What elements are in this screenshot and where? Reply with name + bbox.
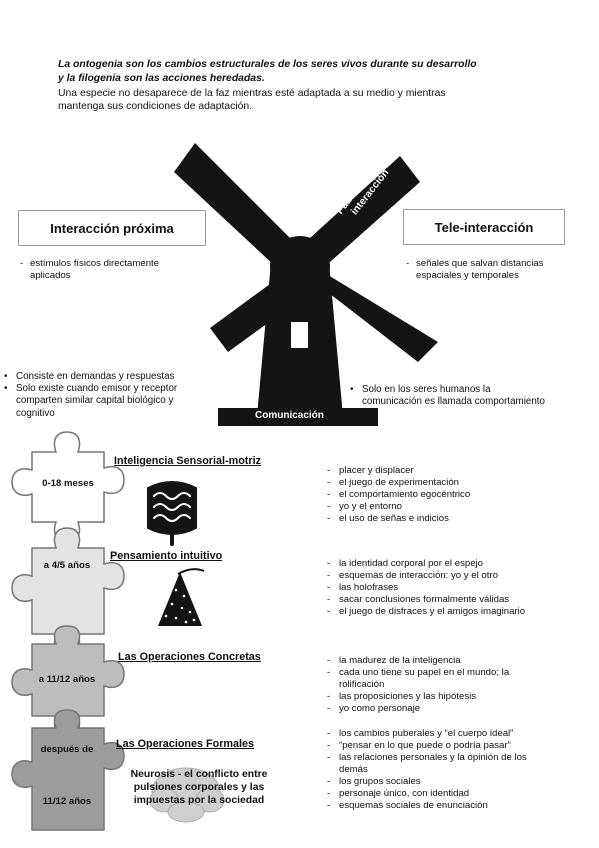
puzzle-piece-2: [11, 527, 125, 653]
windmill-blade-bottom-right: [300, 258, 438, 362]
intro-paragraph: Una especie no desaparece de la faz mien…: [58, 87, 578, 113]
stage-2-list: la identidad corporal por el espejo esqu…: [327, 558, 589, 618]
proxima-bullet-list: Consiste en demandas y respuestas Solo e…: [4, 371, 234, 420]
list-item: yo y el entorno: [327, 501, 587, 513]
list-item: la madurez de la inteligencia: [327, 655, 589, 667]
list-item: esquemas sociales de enunciación: [327, 800, 589, 812]
stage-2-age-label: a 4/5 años: [43, 560, 91, 571]
list-item: rolificación: [339, 679, 385, 690]
list-item: las proposiciones y las hipótesis: [327, 691, 589, 703]
windmill-blade-top-right: [310, 156, 420, 262]
intro-bold-line-2: y la filogenia son las acciones heredada…: [58, 73, 265, 84]
proxima-desc-line-1: estímulos físicos directamente: [30, 258, 160, 269]
list-item: placer y displacer: [327, 465, 587, 477]
tele-bullet-line-1: Solo en los seres humanos la: [362, 384, 491, 395]
list-item: la identidad corporal por el espejo: [327, 558, 589, 570]
intro-plain-line-1: Una especie no desaparece de la faz mien…: [58, 88, 446, 99]
neurosis-note: Neurosis - el conflicto entre pulsiones …: [116, 768, 282, 807]
intestine-icon: [147, 481, 197, 546]
list-item: “pensar en lo que puede o podría pasar”: [327, 740, 589, 752]
list-item: el comportamiento egocéntrico: [327, 489, 587, 501]
windmill-base: [218, 408, 378, 426]
list-item: los grupos sociales: [327, 776, 589, 788]
stage-1-title: Inteligencia Sensorial-motriz: [114, 455, 261, 467]
intro-definition: La ontogenia son los cambios estructural…: [58, 58, 578, 86]
puzzle-piece-4: [11, 709, 125, 831]
windmill-base-label: Comunicación: [255, 410, 324, 421]
interaccion-proxima-box: Interacción próxima: [18, 210, 206, 246]
tele-bullet-line-2: comunicación es llamada comportamiento: [362, 396, 545, 408]
puzzle-piece-3: [11, 625, 125, 735]
list-item: el juego de experimentación: [327, 477, 587, 489]
list-item: las relaciones personales y la opinión d…: [327, 752, 589, 764]
neurosis-line-3: impuestas por la sociedad: [133, 795, 265, 806]
proxima-desc-line-2: aplicados: [30, 270, 71, 281]
stage-3-list: la madurez de la inteligencia cada uno t…: [327, 655, 589, 715]
proxima-bullet-2: Solo existe cuando emisor y receptor: [4, 383, 234, 395]
list-item: cada uno tiene su papel en el mundo; la: [327, 667, 589, 679]
party-hat-icon: [158, 568, 205, 626]
stage-4-age-label-1: después de: [40, 744, 94, 755]
stage-2-title: Pensamiento intuitivo: [110, 550, 223, 562]
proxima-bullet-3: comparten similar capital biológico y: [16, 395, 174, 407]
proxima-bullet-4: cognitivo: [16, 407, 55, 419]
neurosis-line-2: pulsiones corporales y las: [133, 782, 265, 793]
intro-plain-line-2: mantenga sus condiciones de adaptación.: [58, 101, 253, 112]
list-item: demás: [339, 764, 368, 775]
list-item: esquemas de interacción: yo y el otro: [327, 570, 589, 582]
tele-interaccion-title: Tele-interacción: [434, 219, 534, 235]
list-item: el uso de señas e indicios: [327, 513, 587, 525]
list-item: personaje único, con identidad: [327, 788, 589, 800]
tele-description: -señales que salvan distancias espaciale…: [406, 258, 591, 282]
list-item: sacar conclusiones formalmente válidas: [327, 594, 589, 606]
stage-4-list: los cambios puberales y “el cuerpo ideal…: [327, 728, 589, 812]
stage-3-title: Las Operaciones Concretas: [118, 651, 261, 663]
stage-1-age-label: 0-18 meses: [42, 478, 94, 489]
stage-4-title: Las Operaciones Formales: [116, 738, 255, 750]
tele-desc-line-1: señales que salvan distancias: [416, 258, 544, 269]
stage-4-age-label-2: 11/12 años: [42, 796, 92, 807]
windmill-blade-top-left: [174, 143, 310, 280]
interaccion-proxima-title: Interacción próxima: [50, 220, 174, 236]
windmill-window: [291, 322, 308, 348]
stage-3-age-label: a 11/12 años: [38, 674, 96, 685]
neurosis-line-1: Neurosis - el conflicto entre: [130, 769, 268, 780]
list-item: los cambios puberales y “el cuerpo ideal…: [327, 728, 589, 740]
proxima-bullet-1: Consiste en demandas y respuestas: [4, 371, 234, 383]
windmill-hub: [270, 236, 330, 296]
list-item: yo como personaje: [327, 703, 589, 715]
tele-interaccion-box: Tele-interacción: [403, 209, 565, 245]
list-item: el juego de disfraces y el amigos imagin…: [327, 606, 589, 618]
puzzle-piece-1: [11, 431, 125, 541]
tele-bullet: •Solo en los seres humanos la comunicaci…: [350, 384, 595, 408]
proxima-description: -estímulos físicos directamente aplicado…: [20, 258, 200, 282]
stage-1-list: placer y displacer el juego de experimen…: [327, 465, 587, 525]
tele-desc-line-2: espaciales y temporales: [416, 270, 519, 281]
list-item: las holofrases: [327, 582, 589, 594]
brain-icon: [149, 767, 225, 823]
intro-bold-line-1: La ontogenia son los cambios estructural…: [58, 59, 477, 70]
